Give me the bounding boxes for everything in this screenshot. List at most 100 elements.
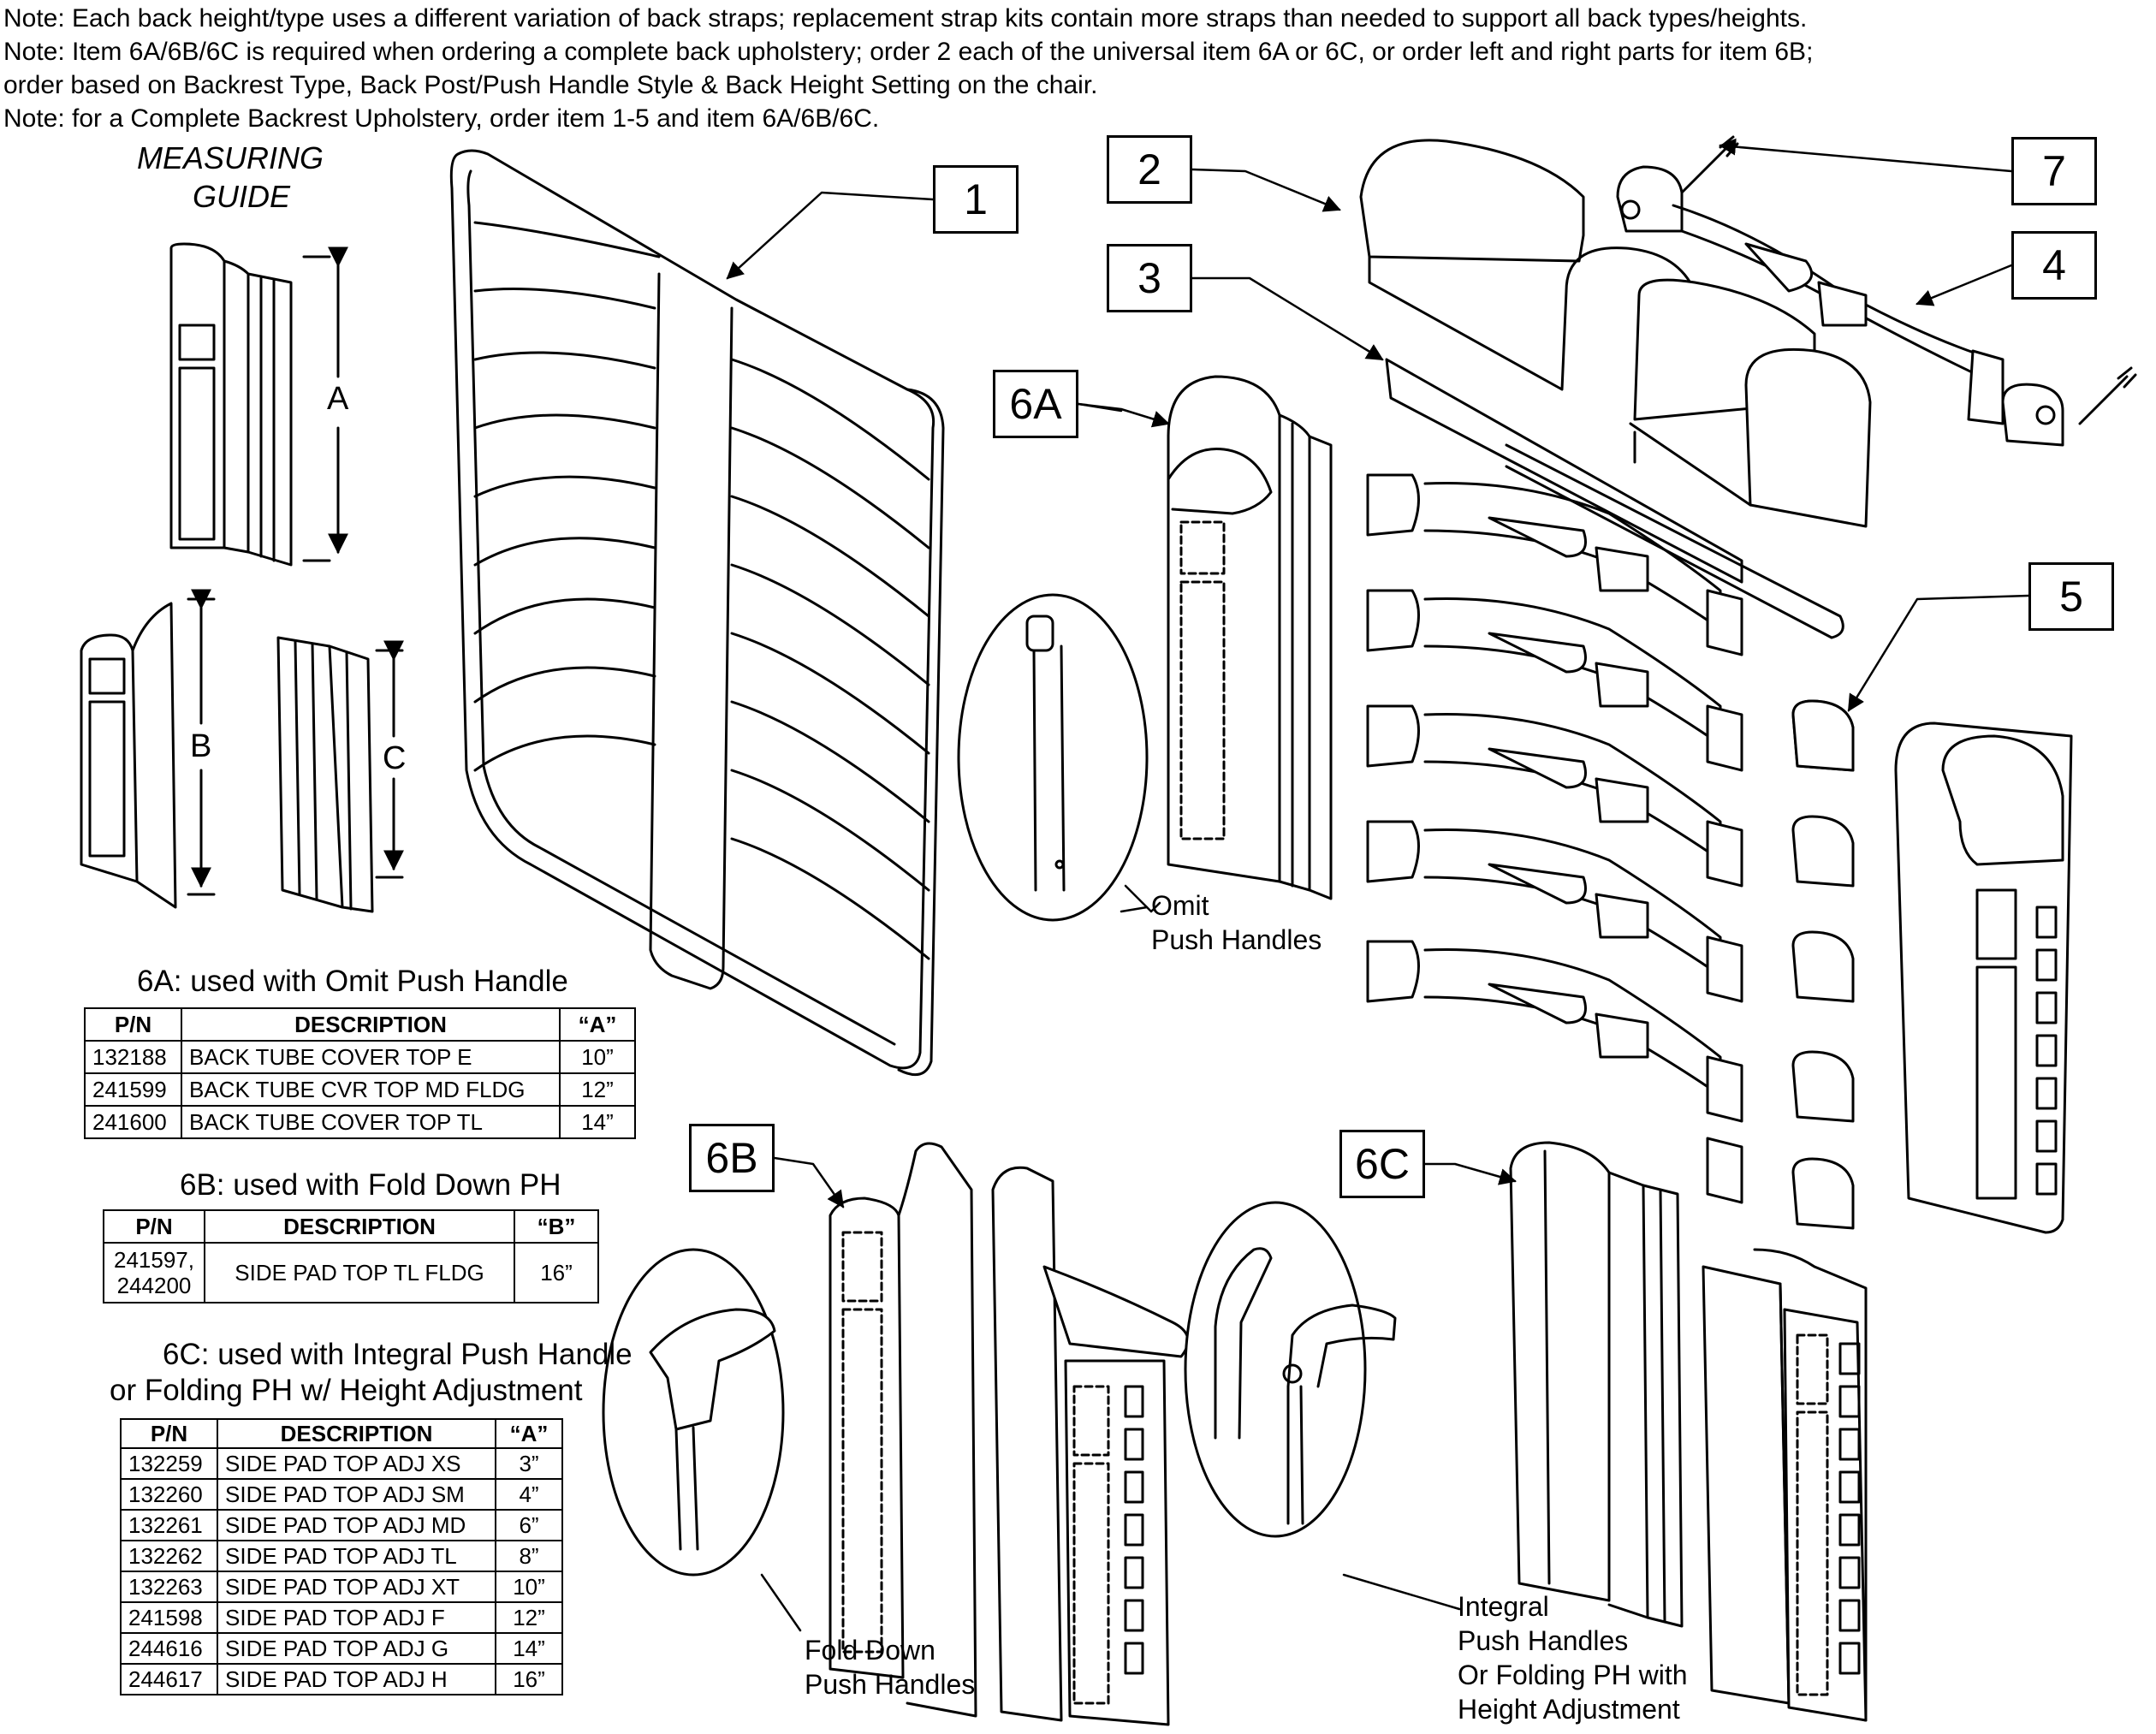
note-line: order based on Backrest Type, Back Post/… [3,71,1098,99]
col-description: DESCRIPTION [217,1418,496,1449]
cell-description: SIDE PAD TOP ADJ XS [217,1447,496,1480]
top-cover-item-2 [1359,139,1872,528]
callout-3: 3 [1107,244,1192,312]
integral-push-handle-detail [1184,1201,1397,1538]
notes-block: Note: Each back height/type uses a diffe… [3,2,2143,135]
callout-6a: 6A [993,370,1078,438]
table-row: 241599 BACK TUBE CVR TOP MD FLDG 12” [84,1072,636,1107]
caption-fold-line2: Push Handles [805,1669,976,1700]
table-header-row: P/N DESCRIPTION “A” [120,1418,563,1449]
table-6b-title: 6B: used with Fold Down PH [180,1168,561,1202]
col-pn: P/N [103,1209,205,1244]
strap-item-5 [1366,820,1855,1003]
cell-dimension: 4” [495,1478,563,1511]
strap-item-5 [1366,589,1855,772]
caption-omit-line1: Omit [1151,890,1209,921]
side-pad-top-6c-left [1509,1141,1684,1628]
table-row: 244616 SIDE PAD TOP ADJ G 14” [120,1632,563,1665]
table-row: 132261 SIDE PAD TOP ADJ MD 6” [120,1509,563,1541]
side-pad-top-6c-right [1702,1248,1868,1722]
cell-dimension: 6” [495,1509,563,1541]
measure-piece-a [169,242,293,567]
cell-pn: 244617 [120,1663,218,1695]
cell-description: SIDE PAD TOP ADJ F [217,1601,496,1634]
measuring-guide-title-line1: MEASURING [137,140,324,175]
strip-item-3 [1385,358,1844,639]
dimension-c [375,640,404,879]
cell-dimension: 12” [495,1601,563,1634]
cell-pn: 132188 [84,1040,182,1074]
cell-description: SIDE PAD TOP ADJ TL [217,1540,496,1572]
cell-description: SIDE PAD TOP TL FLDG [204,1242,515,1303]
cell-description: SIDE PAD TOP ADJ H [217,1663,496,1695]
callout-6c: 6C [1339,1130,1425,1198]
cell-pn: 132262 [120,1540,218,1572]
strap-item-5 [1366,704,1855,888]
strap-item-5 [1366,473,1743,656]
cell-pn: 132260 [120,1478,218,1511]
dimension-c-label: C [383,740,407,776]
cell-dimension: 14” [559,1105,636,1139]
table-row: 241598 SIDE PAD TOP ADJ F 12” [120,1601,563,1634]
callout-2: 2 [1107,135,1192,204]
table-6c-title-line2: or Folding PH w/ Height Adjustment [110,1374,583,1407]
caption-integral-line3: Or Folding PH with [1458,1660,1688,1690]
callout-7: 7 [2011,137,2097,205]
cell-pn: 244616 [120,1632,218,1665]
col-description: DESCRIPTION [204,1209,515,1244]
cell-dimension: 14” [495,1632,563,1665]
cell-description: SIDE PAD TOP ADJ XT [217,1571,496,1603]
cell-description: SIDE PAD TOP ADJ MD [217,1509,496,1541]
callout-5: 5 [2028,562,2114,631]
dimension-b [187,589,216,896]
strap-item-4 [1616,165,2064,447]
caption-omit-line2: Push Handles [1151,924,1322,955]
cell-description: SIDE PAD TOP ADJ SM [217,1478,496,1511]
leader-lines [726,138,2030,1632]
cell-pn: 132259 [120,1447,218,1480]
cell-pn: 132261 [120,1509,218,1541]
cell-dimension: 10” [559,1040,636,1074]
table-6c: P/N DESCRIPTION “A” 132259 SIDE PAD TOP … [120,1418,563,1695]
strap-item-5 [1706,1137,1855,1230]
cell-pn-line1: 241597, [114,1247,194,1273]
table-row: 241597, 244200 SIDE PAD TOP TL FLDG 16” [103,1242,599,1303]
cell-pn-line2: 244200 [116,1273,192,1298]
table-row: 132260 SIDE PAD TOP ADJ SM 4” [120,1478,563,1511]
col-dimension: “A” [559,1007,636,1042]
table-6a: P/N DESCRIPTION “A” 132188 BACK TUBE COV… [84,1007,636,1139]
col-dimension: “A” [495,1418,563,1449]
cell-description: BACK TUBE COVER TOP TL [181,1105,561,1139]
cell-dimension: 10” [495,1571,563,1603]
callout-4: 4 [2011,231,2097,300]
table-6c-title-line1: 6C: used with Integral Push Handle [163,1338,633,1371]
table-header-row: P/N DESCRIPTION “B” [103,1209,599,1244]
table-row: 132259 SIDE PAD TOP ADJ XS 3” [120,1447,563,1480]
note-line: Note: for a Complete Backrest Upholstery… [3,104,880,133]
measure-piece-b [80,602,177,909]
col-description: DESCRIPTION [181,1007,561,1042]
cell-dimension: 12” [559,1072,636,1107]
col-pn: P/N [84,1007,182,1042]
table-row: 132188 BACK TUBE COVER TOP E 10” [84,1040,636,1074]
dimension-b-label: B [190,728,212,764]
table-row: 132263 SIDE PAD TOP ADJ XT 10” [120,1571,563,1603]
table-row: 244617 SIDE PAD TOP ADJ H 16” [120,1663,563,1695]
measuring-guide-title-line2: GUIDE [193,179,291,214]
table-row: 132262 SIDE PAD TOP ADJ TL 8” [120,1540,563,1572]
cell-pn: 241600 [84,1105,182,1139]
cell-description: SIDE PAD TOP ADJ G [217,1632,496,1665]
side-pad-top-6b-left [829,1142,977,1718]
fold-down-push-handle-detail [602,1248,785,1577]
cell-dimension: 16” [495,1663,563,1695]
caption-fold-line1: Fold Down [805,1635,935,1666]
cell-description: BACK TUBE CVR TOP MD FLDG [181,1072,561,1107]
dimension-a-label: A [327,381,349,417]
cell-dimension: 16” [514,1242,599,1303]
strap-item-5-callout-buckle [1791,699,1855,772]
side-pad-top-6b-right [991,1166,1190,1726]
cell-pn: 132263 [120,1571,218,1603]
table-header-row: P/N DESCRIPTION “A” [84,1007,636,1042]
note-line: Note: Item 6A/6B/6C is required when ord… [3,38,1814,66]
